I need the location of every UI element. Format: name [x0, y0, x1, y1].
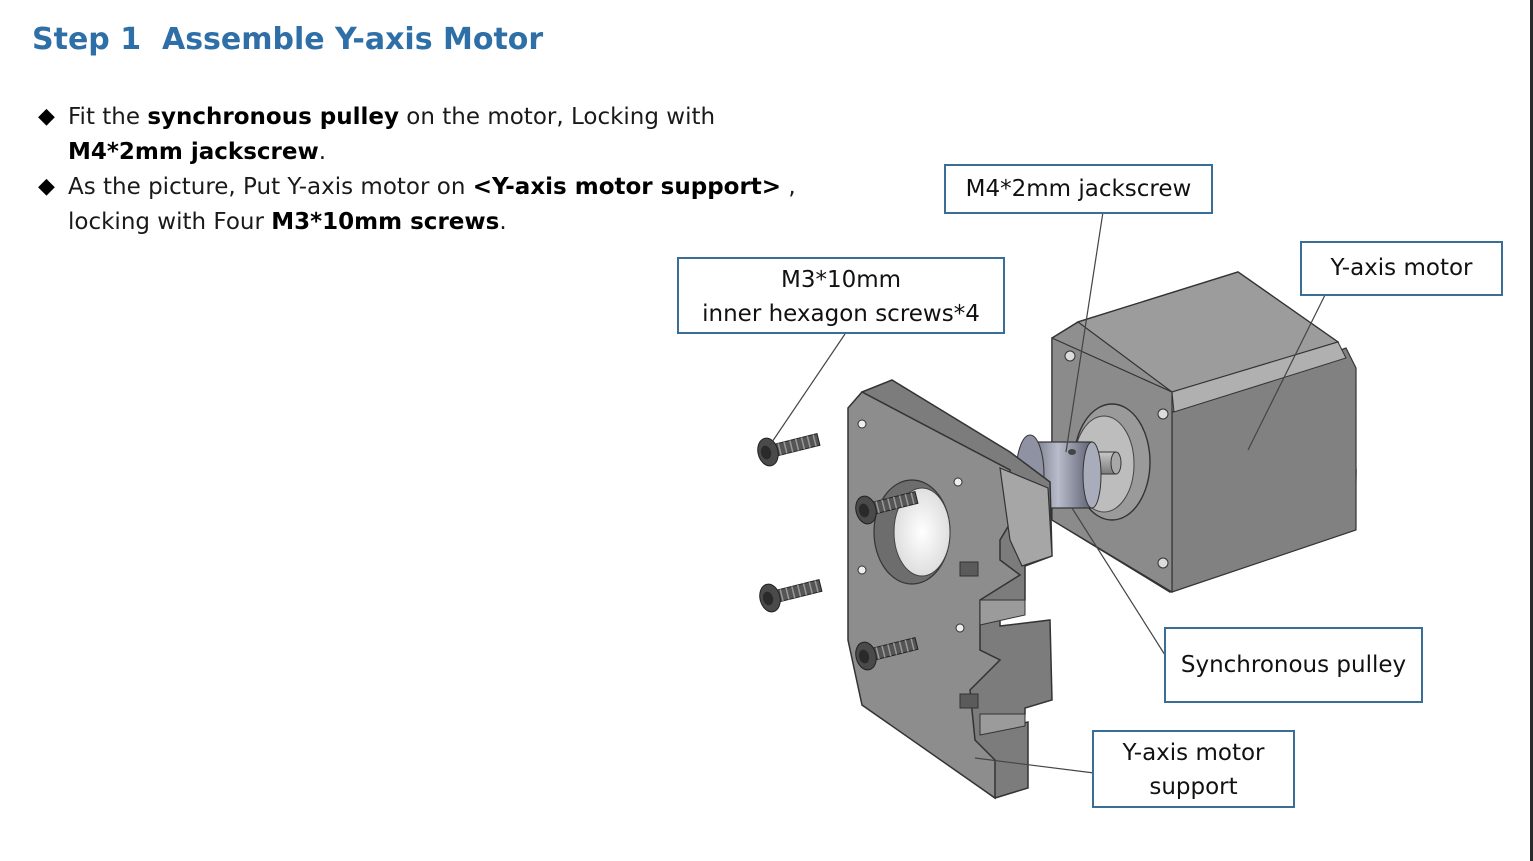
instruction-1-text-c: . [318, 139, 327, 165]
instruction-item-2: ◆ As the picture, Put Y-axis motor on <Y-… [36, 170, 796, 240]
page-title: Step 1 Assemble Y-axis Motor [32, 22, 544, 57]
callout-screws: M3*10mm inner hexagon screws*4 [677, 257, 1005, 334]
callout-support: Y-axis motor support [1092, 730, 1295, 808]
y-axis-motor-illustration [1051, 271, 1357, 594]
callout-support-line1: Y-axis motor [1122, 740, 1265, 766]
instruction-2-bold-b: M3*10mm screws [271, 209, 500, 235]
motor-support-illustration [847, 379, 1053, 800]
instruction-1-bold-b: M4*2mm jackscrew [68, 139, 319, 165]
instruction-item-1: ◆ Fit the synchronous pulley on the motor… [36, 100, 796, 170]
diamond-bullet-icon: ◆ [38, 174, 55, 199]
callout-leader-lines [769, 211, 1326, 774]
diamond-bullet-icon: ◆ [38, 104, 55, 129]
instruction-1-text-a: Fit the [68, 104, 148, 130]
callout-screws-line2: inner hexagon screws*4 [702, 301, 980, 327]
instruction-2-text-a: As the picture, Put Y-axis motor on [68, 174, 473, 200]
callout-screws-line1: M3*10mm [780, 267, 902, 293]
callout-jackscrew-label: M4*2mm jackscrew [965, 176, 1192, 202]
callout-support-line2: support [1149, 774, 1238, 800]
instruction-list: ◆ Fit the synchronous pulley on the motor… [36, 100, 796, 240]
callout-jackscrew: M4*2mm jackscrew [944, 164, 1213, 214]
callout-pulley: Synchronous pulley [1164, 627, 1423, 703]
m3-screws-illustration [757, 432, 919, 671]
instruction-2-bold-a: <Y-axis motor support> [472, 174, 782, 200]
callout-motor: Y-axis motor [1300, 241, 1503, 296]
instruction-2-text-b: , locking with Four [68, 174, 796, 235]
instruction-1-bold-a: synchronous pulley [147, 104, 399, 130]
instruction-1-text-b: on the motor, Locking with [399, 104, 716, 130]
callout-pulley-label: Synchronous pulley [1180, 652, 1407, 678]
callout-motor-label: Y-axis motor [1330, 255, 1473, 281]
page-edge-divider [1530, 0, 1533, 861]
instruction-2-text-c: . [499, 209, 507, 235]
